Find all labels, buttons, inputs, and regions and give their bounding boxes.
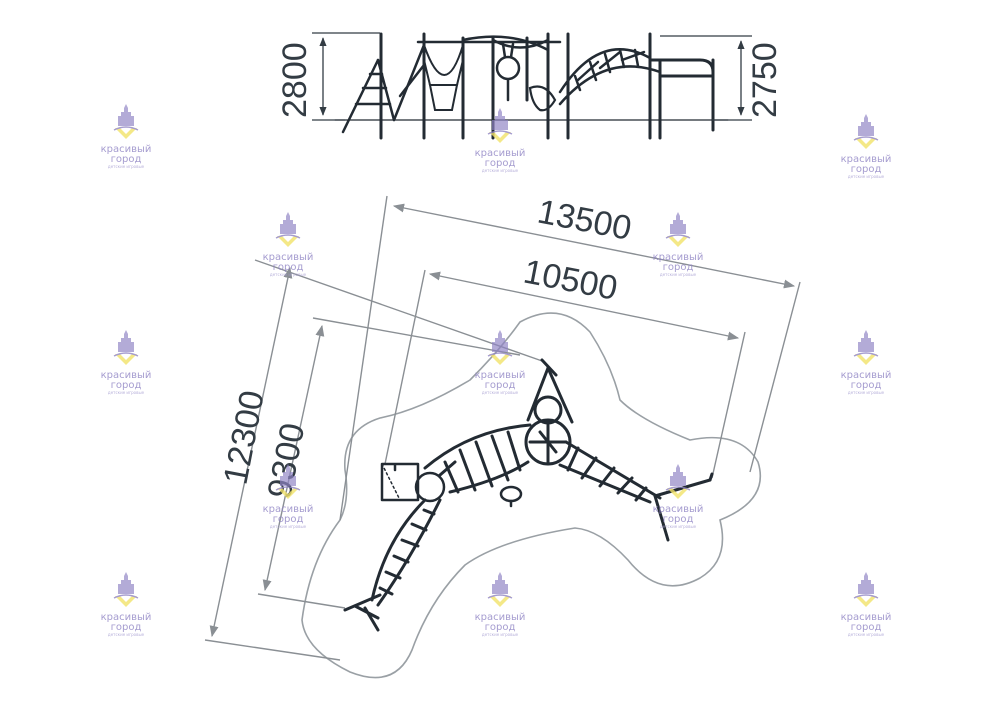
- equipment-plan: [343, 358, 714, 632]
- watermark-brand: город: [663, 514, 694, 525]
- watermark-brand: красивый: [263, 252, 314, 263]
- watermark-brand: город: [111, 154, 142, 165]
- watermark-brand: город: [851, 380, 882, 391]
- watermark-brand: город: [111, 380, 142, 391]
- watermark-brand: город: [851, 622, 882, 633]
- watermark-brand: красивый: [263, 504, 314, 515]
- watermark-brand: красивый: [475, 612, 526, 623]
- watermark-brand: красивый: [475, 148, 526, 159]
- watermark-tagline: детские игровые: [108, 390, 145, 395]
- plan-dimensions: [204, 195, 801, 661]
- watermark-tagline: детские игровые: [660, 272, 697, 277]
- watermark-brand: красивый: [841, 370, 892, 381]
- watermark-brand: город: [663, 262, 694, 273]
- watermark-tagline: детские игровые: [108, 164, 145, 169]
- watermark-brand: красивый: [101, 370, 152, 381]
- watermark-tagline: детские игровые: [270, 272, 307, 277]
- safety-zone-outline: [301, 312, 762, 679]
- watermark-tagline: детские игровые: [108, 632, 145, 637]
- elevation-view: [334, 32, 729, 140]
- watermark-brand: город: [273, 514, 304, 525]
- watermark-tagline: детские игровые: [848, 174, 885, 179]
- height-label-left: 2800: [276, 42, 314, 118]
- watermark-tagline: детские игровые: [848, 390, 885, 395]
- watermark-brand: красивый: [841, 612, 892, 623]
- watermark-tagline: детские игровые: [482, 168, 519, 173]
- elevation-dimensions: [312, 32, 752, 121]
- watermark-brand: красивый: [101, 144, 152, 155]
- watermark-brand: красивый: [101, 612, 152, 623]
- height-label-right: 2750: [746, 42, 784, 118]
- width-label-overall: 12300: [217, 387, 272, 487]
- watermark-brand: город: [851, 164, 882, 175]
- width-label-inner: 9300: [261, 420, 313, 502]
- watermark-tagline: детские игровые: [482, 632, 519, 637]
- watermark-tagline: детские игровые: [848, 632, 885, 637]
- watermark-tagline: детские игровые: [660, 524, 697, 529]
- watermark-brand: красивый: [653, 252, 704, 263]
- watermark-tagline: детские игровые: [482, 390, 519, 395]
- length-label-inner: 10500: [520, 253, 620, 308]
- watermark-brand: город: [485, 158, 516, 169]
- watermark-brand: город: [485, 380, 516, 391]
- watermark-brand: красивый: [841, 154, 892, 165]
- watermark-brand: город: [111, 622, 142, 633]
- watermark-brand: красивый: [475, 370, 526, 381]
- watermark-brand: город: [273, 262, 304, 273]
- watermark-brand: город: [485, 622, 516, 633]
- length-label-overall: 13500: [534, 193, 634, 248]
- watermarks: красивый город детские игровые красивый …: [101, 103, 892, 637]
- watermark-brand: красивый: [653, 504, 704, 515]
- watermark-tagline: детские игровые: [270, 524, 307, 529]
